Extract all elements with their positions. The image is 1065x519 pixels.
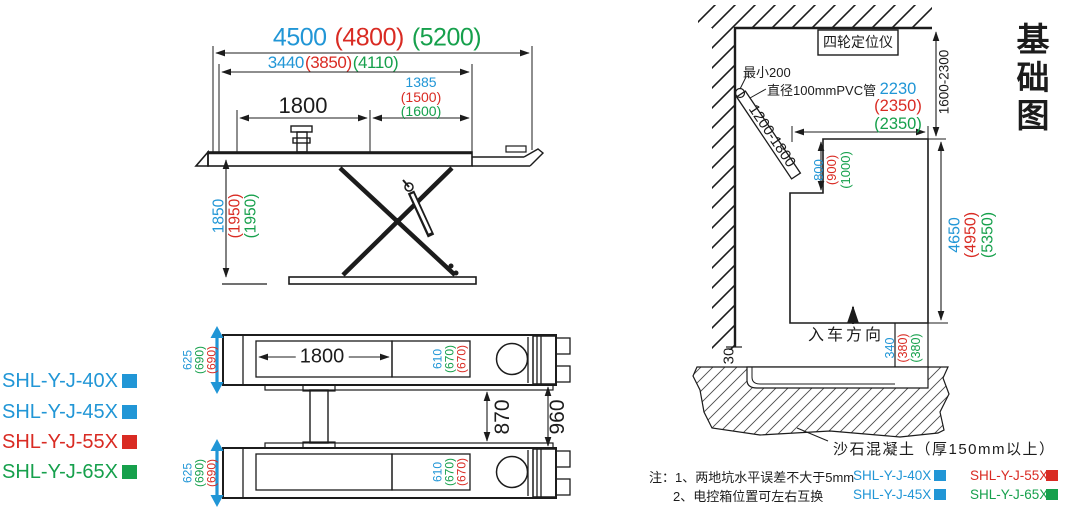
side-view-drawing	[194, 46, 545, 285]
dim-track-width-lower: 625 (690) (690)	[181, 458, 220, 488]
pit-width-base: 2230	[879, 80, 917, 99]
aligner-label: 四轮定位仪	[823, 34, 893, 50]
track-width-opt2: (690)	[205, 345, 220, 375]
note-line-1: 注：1、两地坑水平误差不大于5mm	[649, 470, 855, 485]
drive-direction-label: 入车方向	[807, 327, 885, 344]
dim-height-opt1: (1950)	[226, 193, 244, 239]
dim-platform-width-lower: 610 (670) (670)	[431, 457, 470, 487]
dim-overall-length: 4500 (4800) (5200)	[272, 23, 482, 53]
dim-step-length: 800 (900) (1000)	[811, 151, 853, 189]
dim-front-opt2: (1600)	[400, 103, 442, 120]
dim-pit-width: 2230 (2350) (2350)	[874, 80, 922, 133]
model-label-55x: SHL-Y-J-55X	[2, 431, 118, 453]
model-swatch-45x	[122, 405, 137, 419]
dim-overall-opt2: (5200)	[411, 23, 482, 52]
model-swatch-65x	[122, 465, 137, 479]
model-label-65x: SHL-Y-J-65X	[2, 461, 118, 483]
step-length-base: 800	[811, 159, 827, 181]
pit-depth-opt1: (380)	[895, 333, 910, 363]
track-width-arrow-lower	[210, 439, 224, 507]
dim-pit-depth: 340 (380) (380)	[882, 333, 923, 363]
legend-swatch-65x	[1046, 489, 1058, 500]
pit-width-opt2: (2350)	[874, 114, 922, 133]
legend-label-55x: SHL-Y-J-55X	[970, 468, 1049, 483]
model-swatch-40x	[122, 374, 137, 388]
legend-label-40x: SHL-Y-J-40X	[853, 468, 932, 483]
pit-depth-base: 340	[882, 337, 897, 359]
track-width-opt2: (690)	[205, 458, 220, 488]
track-width-arrow-upper	[210, 326, 224, 394]
pit-length-base: 4650	[946, 217, 964, 253]
dim-front-length: 1385 (1500) (1600)	[401, 75, 441, 119]
dim-overall-base: 4500	[272, 23, 327, 52]
dim-inner-gap: 870	[491, 399, 514, 435]
foundation-drawing	[692, 5, 950, 442]
legend-label-45x: SHL-Y-J-45X	[853, 487, 932, 502]
dim-platform-opt1: (3850)	[304, 53, 352, 72]
dim-wall-distance: 1600-2300	[936, 49, 952, 115]
dim-platform-base: 3440	[267, 53, 305, 72]
pit-length-opt1: (4950)	[962, 211, 980, 259]
platform-width-opt2: (670)	[455, 344, 470, 374]
dim-front-base: 1385	[405, 73, 437, 90]
model-label-45x: SHL-Y-J-45X	[2, 401, 118, 423]
dim-front-opt1: (1500)	[400, 88, 442, 105]
legend-swatch-45x	[934, 489, 946, 500]
step-length-opt2: (1000)	[837, 151, 853, 189]
foundation-title: 基础图	[1012, 22, 1049, 136]
pit-width-opt1: (2350)	[874, 97, 922, 116]
note-line-2: 2、电控箱位置可左右互换	[673, 489, 824, 504]
dim-edge-gap: 30	[720, 347, 738, 365]
dim-platform-width-upper: 610 (670) (670)	[431, 344, 470, 374]
dim-pit-length: 4650 (4950) (5350)	[946, 211, 997, 259]
model-swatch-55x	[122, 435, 137, 449]
pvc-pipe-label: 直径100mmPVC管	[767, 83, 877, 98]
concrete-label: 沙石混凝土（厚150mm以上）	[833, 441, 1056, 458]
dim-track-width-upper: 625 (690) (690)	[181, 345, 220, 375]
pit-depth-opt2: (380)	[908, 333, 923, 363]
model-label-40x: SHL-Y-J-40X	[2, 370, 118, 392]
dim-lift-height: 1850 (1950) (1950)	[210, 193, 259, 239]
dim-wheelbase: 1800	[278, 93, 328, 118]
min-clearance-label: 最小200	[743, 65, 791, 80]
dim-height-opt2: (1950)	[241, 193, 259, 239]
pit-length-opt2: (5350)	[979, 211, 997, 259]
dim-outer-gap: 960	[546, 399, 569, 435]
legend-swatch-55x	[1046, 470, 1058, 481]
dim-overall-opt1: (4800)	[334, 23, 405, 52]
step-length-opt1: (900)	[824, 154, 840, 186]
dim-platform-inner: 1800	[295, 345, 349, 369]
dim-platform-length: 3440 (3850) (4110)	[267, 53, 399, 73]
dim-platform-opt2: (4110)	[352, 53, 399, 72]
legend-label-65x: SHL-Y-J-65X	[970, 487, 1049, 502]
top-view-drawing	[210, 326, 571, 507]
dim-height-base: 1850	[210, 198, 228, 234]
legend-swatch-40x	[934, 470, 946, 481]
platform-width-opt2: (670)	[455, 457, 470, 487]
